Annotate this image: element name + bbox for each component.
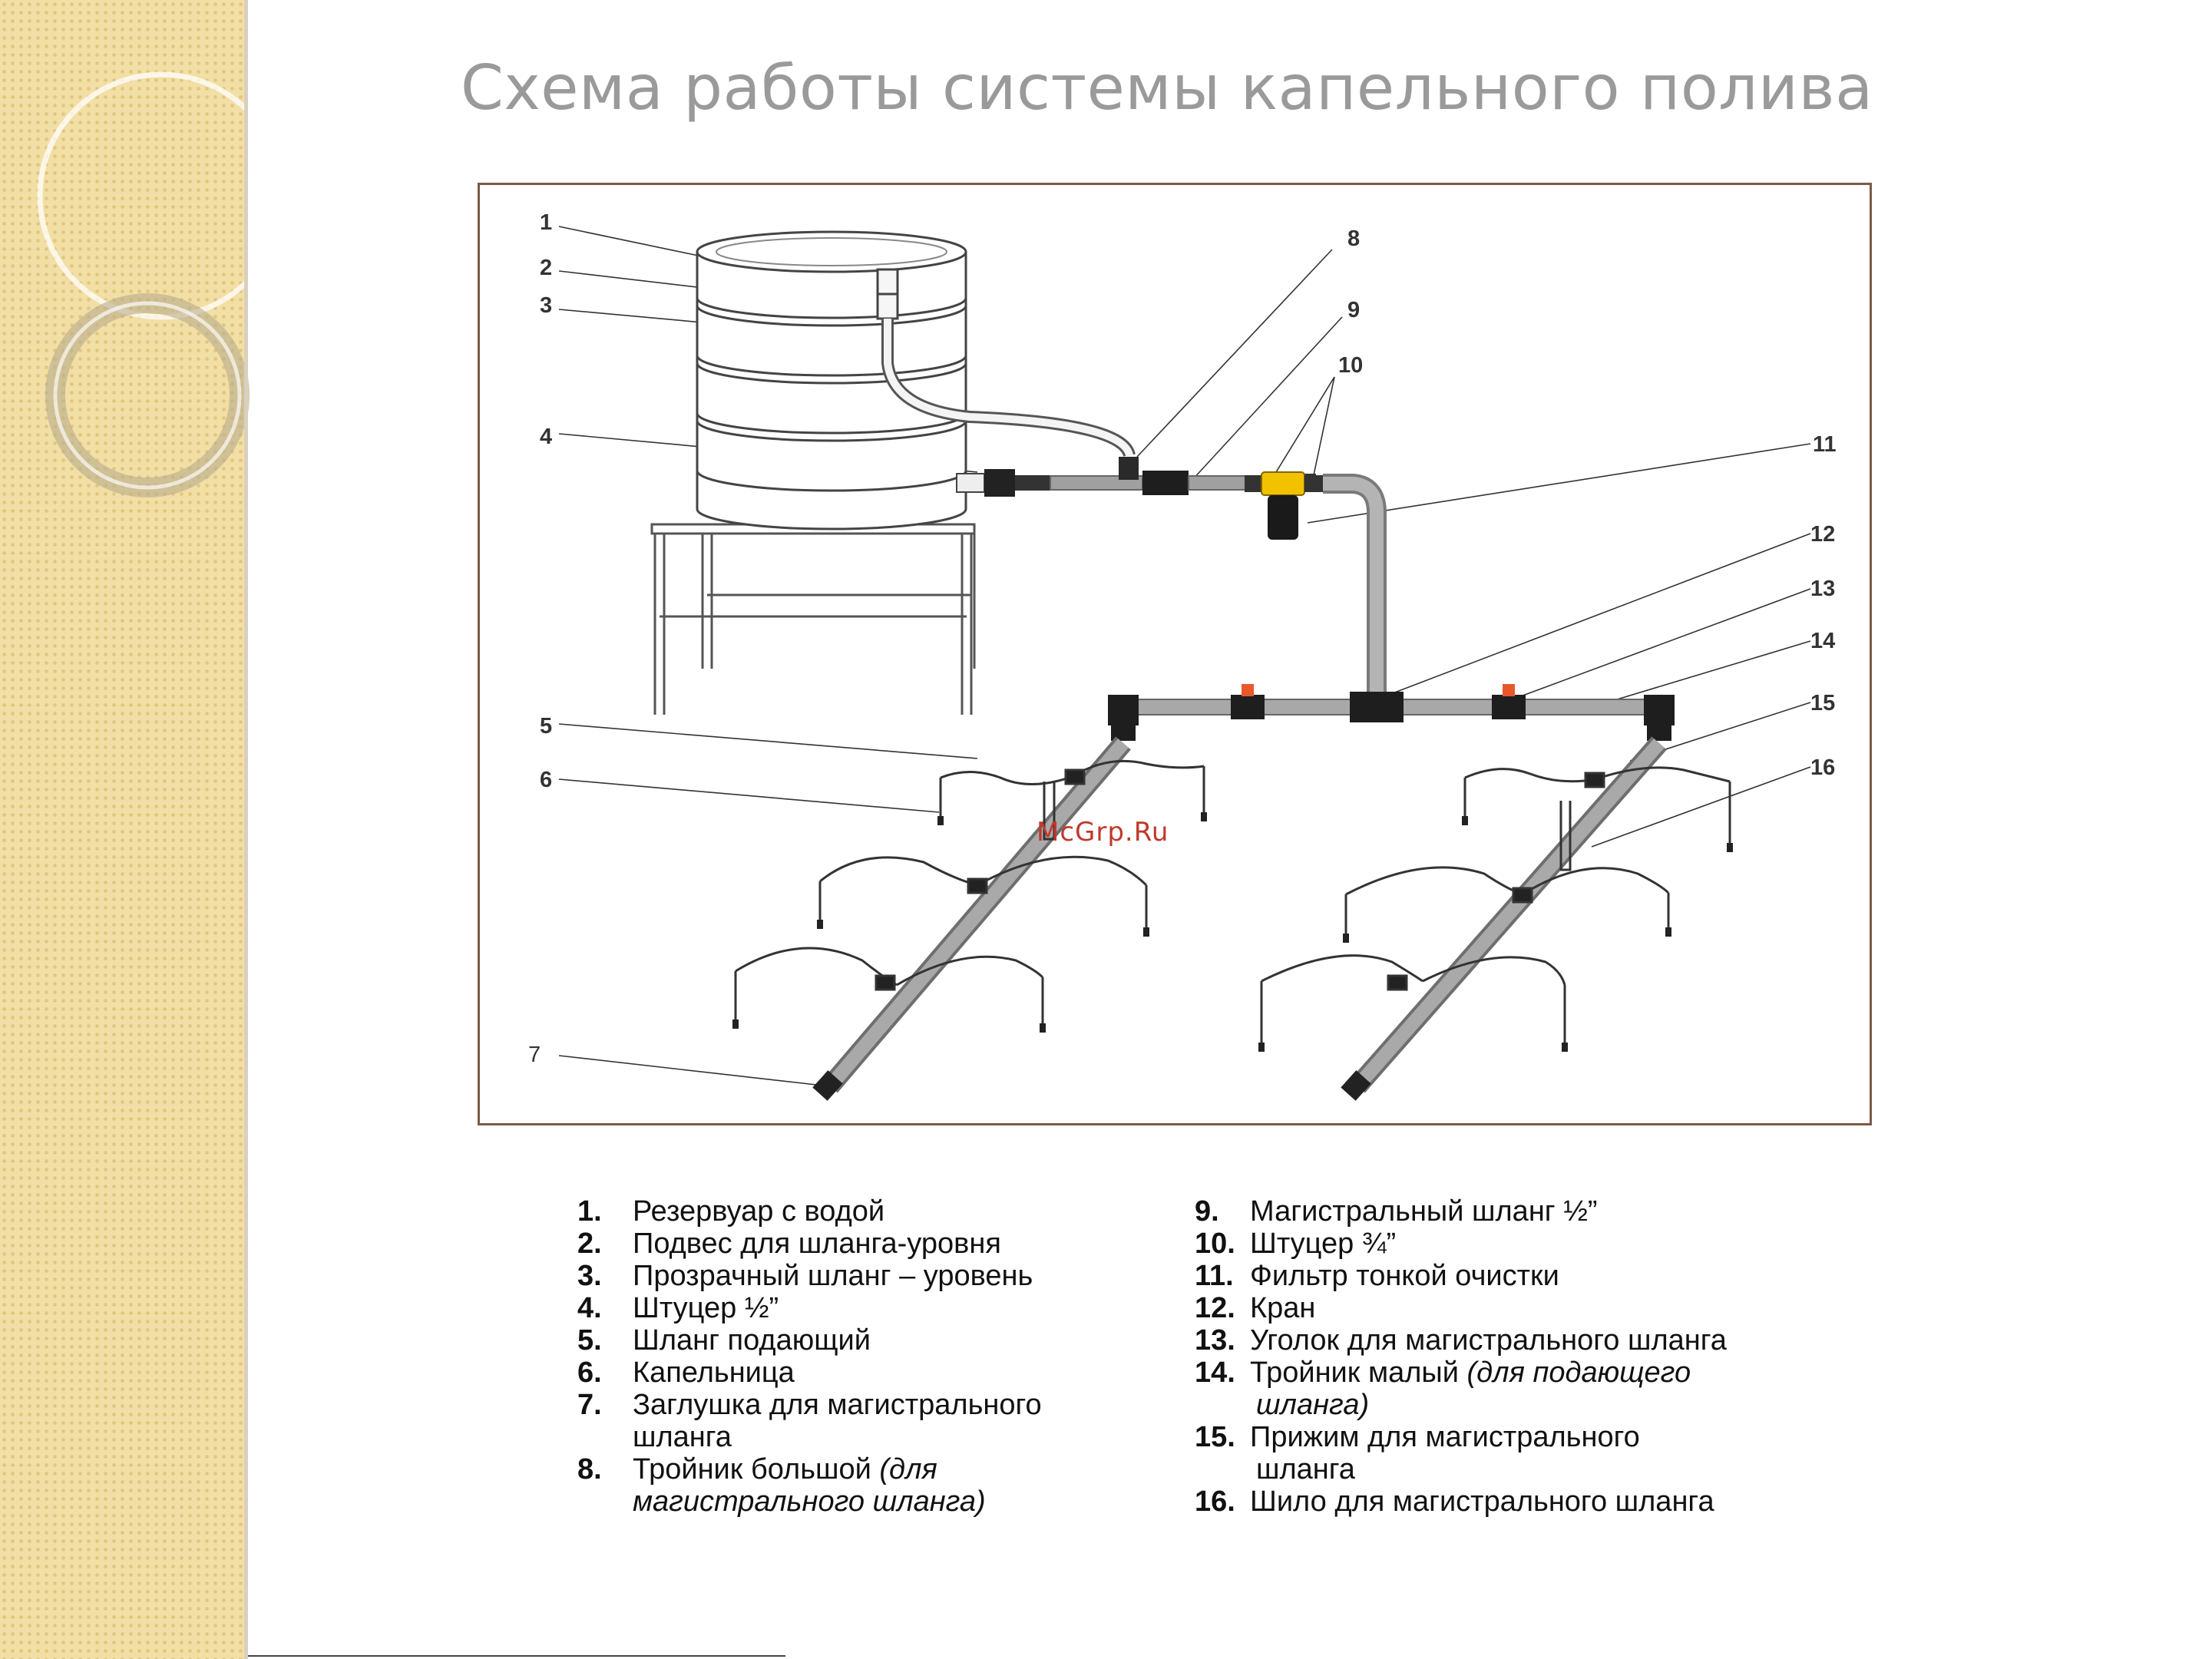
slide-title: Схема работы системы капельного полива — [461, 52, 1873, 124]
legend-item: 4.Штуцер ½” — [577, 1292, 779, 1324]
callout-1: 1 — [540, 210, 552, 235]
legend-item: 16.Шило для магистрального шланга — [1195, 1485, 1714, 1518]
callout-10: 10 — [1338, 353, 1363, 378]
callout-7: 7 — [528, 1043, 541, 1067]
legend-item: 12.Кран — [1195, 1292, 1316, 1324]
bottom-rule — [248, 1655, 785, 1657]
filter — [1245, 471, 1323, 540]
legend-item: 2.Подвес для шланга-уровня — [577, 1228, 1001, 1260]
callout-11: 11 — [1813, 432, 1837, 457]
legend-item: 10.Штуцер ¾” — [1195, 1228, 1397, 1260]
legend-right-column: 9.Магистральный шланг ½” 10.Штуцер ¾” 11… — [1195, 1195, 1855, 1518]
callout-15: 15 — [1810, 691, 1835, 715]
legend-item: 13.Уголок для магистрального шланга — [1195, 1324, 1727, 1357]
legend-item: 5.Шланг подающий — [577, 1324, 871, 1357]
callout-5: 5 — [540, 714, 552, 739]
dripper-stakes — [732, 812, 1733, 1052]
callout-2: 2 — [540, 256, 552, 280]
drip-lines-left — [734, 759, 1205, 1027]
callout-3: 3 — [540, 293, 552, 318]
legend-item: 9.Магистральный шланг ½” — [1195, 1195, 1598, 1228]
drip-irrigation-diagram: 1 2 3 4 5 6 7 8 9 10 11 12 13 14 15 16 M… — [528, 210, 1837, 1101]
decorative-rings — [37, 71, 286, 497]
callout-12: 12 — [1810, 522, 1835, 547]
water-tank — [696, 230, 967, 530]
callout-4: 4 — [540, 425, 552, 449]
callout-6: 6 — [540, 768, 552, 792]
tank-stand — [650, 523, 976, 715]
legend-item: 11.Фильтр тонкой очистки — [1195, 1260, 1559, 1292]
drip-lines-right — [1260, 766, 1731, 1046]
legend-item: 1.Резервуар с водой — [577, 1195, 885, 1228]
callout-13: 13 — [1810, 577, 1835, 601]
legend-item: 6.Капельница — [577, 1357, 795, 1389]
main-hoses-diagonal — [812, 736, 1667, 1101]
callout-labels: 1 2 3 4 5 6 7 8 9 10 11 12 13 14 15 16 — [528, 210, 1837, 1067]
callout-16: 16 — [1810, 755, 1835, 780]
legend-item: 3.Прозрачный шланг – уровень — [577, 1260, 1033, 1292]
callout-14: 14 — [1810, 629, 1835, 653]
callout-9: 9 — [1347, 298, 1360, 322]
callout-8: 8 — [1347, 226, 1360, 251]
decorative-sidebar — [0, 0, 244, 1659]
distribution-line — [1108, 684, 1675, 741]
legend-left-column: 1.Резервуар с водой 2.Подвес для шланга-… — [577, 1195, 1130, 1518]
diagram-frame: 1 2 3 4 5 6 7 8 9 10 11 12 13 14 15 16 M… — [478, 183, 1872, 1125]
sidebar-divider — [244, 0, 248, 1659]
watermark: McGrp.Ru — [1037, 817, 1169, 848]
